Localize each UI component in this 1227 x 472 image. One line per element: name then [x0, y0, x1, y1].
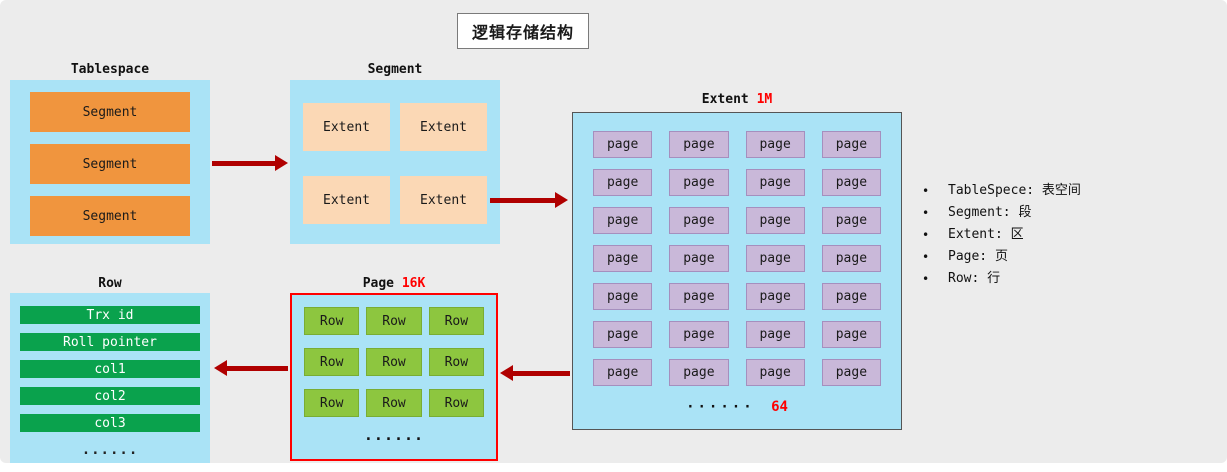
arrow-head-right: [555, 192, 568, 208]
diagram-title: 逻辑存储结构: [457, 13, 590, 49]
arrow-segment-to-extent: [490, 192, 568, 208]
page-cell: page: [821, 207, 881, 234]
page-cell: page: [745, 321, 805, 348]
page-label: Page 16K: [290, 276, 498, 291]
row-panel: Trx id Roll pointer col1 col2 col3 ......: [10, 293, 210, 463]
extent-size-label: 1M: [756, 92, 773, 107]
page-cell: page: [593, 321, 653, 348]
page-cell: page: [669, 283, 729, 310]
row-cell: Row: [304, 348, 360, 376]
page-label-text: Page: [362, 276, 394, 291]
row-label: Row: [98, 276, 122, 291]
page-cell: page: [821, 131, 881, 158]
page-cell: page: [593, 359, 653, 386]
segment-label: Segment: [367, 62, 423, 77]
page-cell: page: [669, 131, 729, 158]
row-field: col3: [20, 414, 200, 432]
arrow-page-to-row: [214, 360, 288, 376]
extent-ellipsis: ······: [686, 399, 755, 415]
row-ellipsis: ......: [81, 442, 139, 458]
arrow-extent-to-page: [500, 365, 570, 381]
page-cell: page: [669, 321, 729, 348]
page-cell: page: [745, 207, 805, 234]
page-cell: page: [821, 283, 881, 310]
page-cell: page: [669, 207, 729, 234]
row-field: col1: [20, 360, 200, 378]
page-cell: page: [669, 245, 729, 272]
page-ellipsis: ......: [363, 426, 425, 444]
page-cell: page: [593, 207, 653, 234]
extent-box: Extent: [400, 176, 487, 224]
row-field: Trx id: [20, 306, 200, 324]
legend-item: Page: 页: [920, 250, 1081, 265]
page-cell: page: [745, 169, 805, 196]
arrow-shaft: [513, 370, 570, 376]
row-field: Roll pointer: [20, 333, 200, 351]
row-cell: Row: [366, 307, 422, 335]
extent-label-text: Extent: [701, 92, 749, 107]
arrow-head-right: [275, 155, 288, 171]
arrow-head-left: [500, 365, 513, 381]
extent-page-count: 64: [771, 399, 788, 415]
page-cell: page: [821, 245, 881, 272]
page-cell: page: [593, 283, 653, 310]
row-cell: Row: [428, 348, 484, 376]
row-cell: Row: [428, 389, 484, 417]
page-size-label: 16K: [401, 276, 426, 291]
extent-panel: page page page page page page page page page page…: [572, 112, 902, 430]
legend: TableSpece: 表空间 Segment: 段 Extent: 区 Page: …: [920, 184, 1081, 287]
page-cell: page: [593, 245, 653, 272]
page-grid: page page page page page page page page page page…: [573, 113, 901, 386]
arrow-shaft: [490, 197, 555, 203]
page-cell: page: [821, 359, 881, 386]
page-cell: page: [745, 283, 805, 310]
segment-box: Segment: [30, 92, 190, 132]
row-cell: Row: [304, 389, 360, 417]
extent-box: Extent: [303, 176, 390, 224]
extent-box: Extent: [303, 103, 390, 151]
page-cell: page: [821, 321, 881, 348]
arrow-shaft: [227, 365, 288, 371]
arrow-tablespace-to-segment: [212, 155, 288, 171]
row-field-list: Trx id Roll pointer col1 col2 col3: [20, 306, 200, 432]
extent-box: Extent: [400, 103, 487, 151]
segment-box: Segment: [30, 144, 190, 184]
extent-label: Extent 1M: [572, 92, 902, 107]
tablespace-label: Tablespace: [70, 62, 150, 77]
legend-item: Segment: 段: [920, 206, 1081, 221]
page-cell: page: [745, 359, 805, 386]
page-cell: page: [669, 359, 729, 386]
row-cell: Row: [366, 348, 422, 376]
arrow-head-left: [214, 360, 227, 376]
page-cell: page: [745, 131, 805, 158]
page-cell: page: [593, 131, 653, 158]
row-cell: Row: [304, 307, 360, 335]
row-field: col2: [20, 387, 200, 405]
extent-ellipsis-line: ······ 64: [573, 399, 901, 415]
page-cell: page: [821, 169, 881, 196]
arrow-shaft: [212, 160, 275, 166]
row-cell: Row: [428, 307, 484, 335]
segment-box: Segment: [30, 196, 190, 236]
legend-item: TableSpece: 表空间: [920, 184, 1081, 199]
page-cell: page: [745, 245, 805, 272]
page-cell: page: [669, 169, 729, 196]
page-cell: page: [593, 169, 653, 196]
legend-item: Extent: 区: [920, 228, 1081, 243]
legend-item: Row: 行: [920, 272, 1081, 287]
row-cell: Row: [366, 389, 422, 417]
